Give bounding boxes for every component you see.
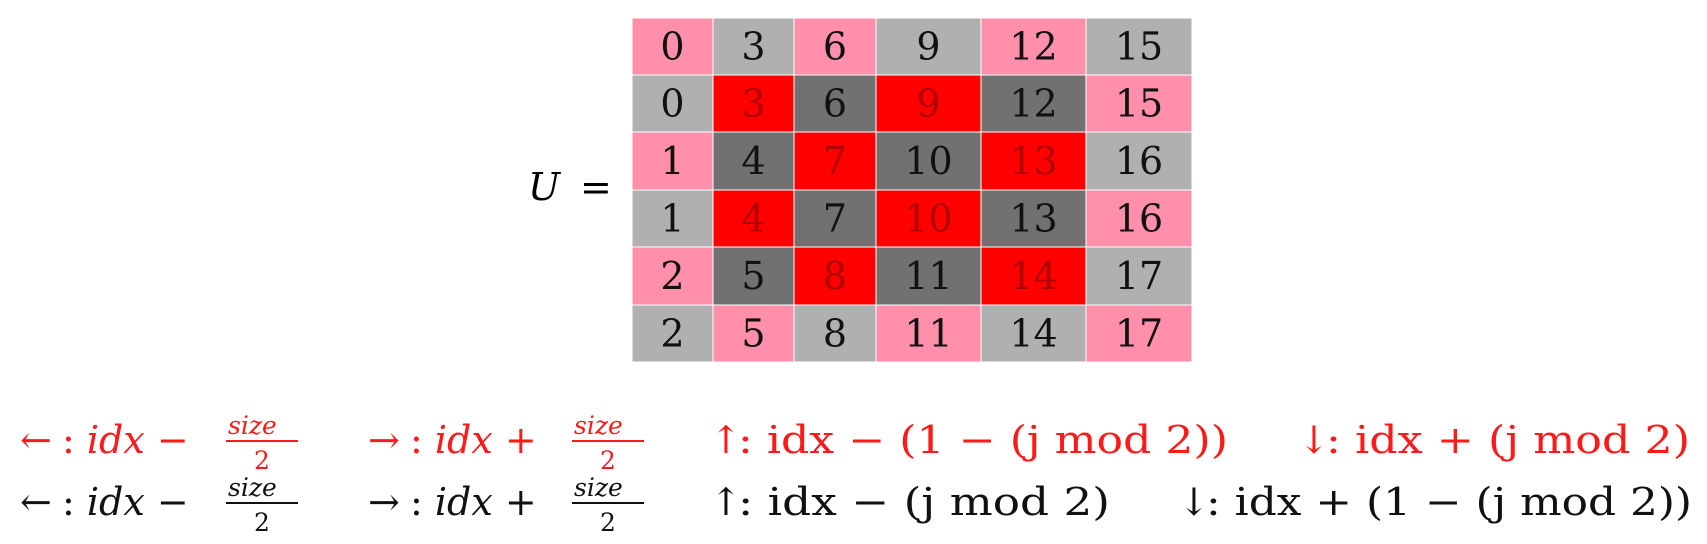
matrix-cell-value: 17 — [1115, 254, 1163, 298]
right-arrow-black: → — [368, 480, 400, 524]
matrix-cell-value: 5 — [741, 312, 765, 356]
matrix-cell-value: 16 — [1115, 139, 1163, 183]
matrix-cell-value: 8 — [823, 254, 847, 298]
up-arrow-red: ↑ — [710, 418, 742, 462]
matrix-cell-value: 3 — [741, 25, 765, 69]
left-arrow-red: ← — [20, 418, 52, 462]
matrix-cell-value: 0 — [660, 25, 684, 69]
right-arrow-red: → — [368, 418, 400, 462]
matrix-cell-value: 15 — [1115, 25, 1163, 69]
right-frac-den-red: 2 — [600, 446, 616, 475]
left-frac-den-black: 2 — [254, 508, 270, 537]
matrix-cell-value: 15 — [1115, 82, 1163, 126]
matrix-cell-value: 1 — [660, 197, 684, 241]
matrix-cell — [712, 131, 795, 191]
matrix-cell — [1085, 189, 1193, 248]
matrix-cell — [980, 189, 1087, 248]
matrix-cell-value: 4 — [741, 197, 765, 241]
matrix-cell-value: 6 — [823, 25, 847, 69]
down-formula-red: : idx + (j mod 2) — [1326, 418, 1690, 462]
matrix-cell — [980, 304, 1087, 363]
matrix-cell-value: 4 — [741, 139, 765, 183]
matrix-label: U — [528, 165, 562, 209]
left-formula-red: : idx − — [62, 418, 189, 462]
matrix-cell — [875, 246, 982, 306]
matrix-cell — [875, 304, 982, 363]
right-frac-den-black: 2 — [600, 508, 616, 537]
left-frac-den-red: 2 — [254, 446, 270, 475]
matrix-cell — [1085, 131, 1193, 191]
down-formula-black: : idx + (1 − (j mod 2)) — [1206, 480, 1692, 524]
matrix-cell-value: 13 — [1009, 197, 1057, 241]
formula-row-black: ← : idx − size 2 → : idx + size 2 ↑ : id… — [20, 473, 1692, 537]
matrix-cell-value: 7 — [823, 139, 847, 183]
matrix-cell — [875, 131, 982, 191]
matrix-cell-value: 13 — [1009, 139, 1057, 183]
matrix-cell-value: 5 — [741, 254, 765, 298]
matrix-cell — [980, 131, 1087, 191]
matrix-cell — [793, 246, 877, 306]
left-frac-num-black: size — [228, 473, 277, 502]
matrix-cell-value: 9 — [916, 82, 940, 126]
matrix-cell — [1085, 246, 1193, 306]
right-formula-black: : idx + — [410, 480, 537, 524]
matrix-cell-value: 2 — [660, 312, 684, 356]
matrix-cell — [1085, 74, 1193, 133]
matrix-cell — [980, 246, 1087, 306]
matrix-cell — [1085, 17, 1193, 76]
down-arrow-black: ↓ — [1178, 480, 1210, 524]
matrix-cell — [980, 17, 1087, 76]
matrix-cell — [631, 189, 714, 248]
matrix-cell-value: 17 — [1115, 312, 1163, 356]
down-arrow-red: ↓ — [1298, 418, 1330, 462]
up-arrow-black: ↑ — [710, 480, 742, 524]
matrix-cell-value: 11 — [904, 312, 952, 356]
up-formula-black: : idx − (j mod 2) — [738, 480, 1110, 524]
right-formula-red: : idx + — [410, 418, 537, 462]
matrix-cell — [712, 17, 795, 76]
matrix-cell-value: 9 — [916, 25, 940, 69]
matrix-cell-value: 0 — [660, 82, 684, 126]
right-frac-num-black: size — [574, 473, 623, 502]
matrix-cell — [875, 17, 982, 76]
matrix-cell-value: 3 — [741, 82, 765, 126]
matrix-cell-value: 7 — [823, 197, 847, 241]
matrix-cell-value: 10 — [904, 197, 952, 241]
matrix-cell-value: 10 — [904, 139, 952, 183]
matrix-cell — [712, 189, 795, 248]
formula-row-red: ← : idx − size 2 → : idx + size 2 ↑ : id… — [20, 411, 1690, 475]
matrix-cell — [631, 246, 714, 306]
matrix-cell-value: 2 — [660, 254, 684, 298]
matrix-cell — [631, 304, 714, 363]
matrix-cell-value: 12 — [1009, 82, 1057, 126]
matrix-cell — [712, 74, 795, 133]
left-frac-num-red: size — [228, 411, 277, 440]
matrix-cell-value: 14 — [1009, 312, 1057, 356]
matrix-cell-value: 11 — [904, 254, 952, 298]
matrix-cell — [875, 189, 982, 248]
matrix-cell — [1085, 304, 1193, 363]
up-formula-red: : idx − (1 − (j mod 2)) — [738, 418, 1228, 462]
matrix-cell — [793, 17, 877, 76]
matrix-cell — [793, 189, 877, 248]
right-frac-num-red: size — [574, 411, 623, 440]
left-formula-black: : idx − — [62, 480, 189, 524]
matrix-cell-value: 14 — [1009, 254, 1057, 298]
matrix-cell-value: 8 — [823, 312, 847, 356]
matrix-cell — [875, 74, 982, 133]
matrix-cell-value: 12 — [1009, 25, 1057, 69]
matrix-cell-value: 6 — [823, 82, 847, 126]
matrix-cell — [631, 17, 714, 76]
matrix-cell-value: 16 — [1115, 197, 1163, 241]
matrix-cell-value: 1 — [660, 139, 684, 183]
left-arrow-black: ← — [20, 480, 52, 524]
matrix-equals: = — [580, 165, 612, 209]
